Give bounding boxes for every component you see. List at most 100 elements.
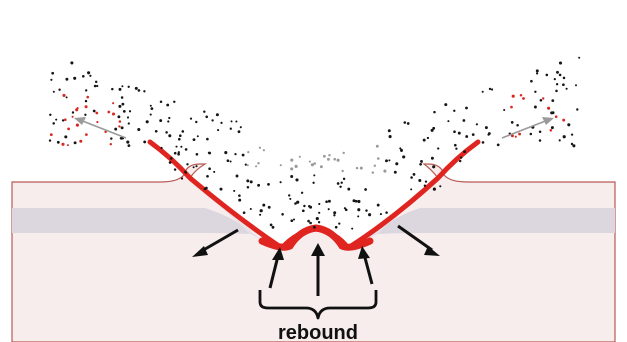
ejecta-particle [418, 179, 421, 182]
ejecta-particle [127, 116, 129, 118]
ejecta-particle [270, 224, 273, 227]
ejecta-particle [550, 111, 553, 114]
ejecta-particle [357, 215, 359, 217]
ejecta-particle [571, 133, 573, 135]
ejecta-particle [281, 213, 284, 216]
ejecta-particle [290, 159, 293, 162]
ejecta-particle [360, 167, 363, 170]
ejecta-particle [267, 183, 270, 186]
ejecta-particle [174, 152, 177, 155]
ejecta-particle [62, 119, 64, 121]
ejecta-particle [497, 144, 500, 147]
ejecta-particle [51, 72, 54, 75]
rebound-label: rebound [278, 322, 358, 342]
ejecta-particle [309, 222, 312, 225]
ejecta-particle [205, 115, 208, 118]
ejecta-particle [85, 89, 87, 91]
ejecta-particle [356, 167, 358, 169]
ejecta-particle [96, 121, 98, 123]
ejecta-particle [576, 108, 578, 110]
ejecta-particle [206, 175, 209, 178]
ejecta-particle [118, 105, 121, 108]
ejecta-particle [453, 130, 456, 133]
ejecta-particle [459, 160, 461, 162]
ejecta-particle [377, 204, 380, 207]
ejecta-particle [320, 165, 323, 168]
ejecta-particle [213, 171, 215, 173]
ejecta-particle [389, 135, 392, 138]
ejecta-particle [268, 206, 271, 209]
ejecta-particle [112, 102, 114, 104]
ejecta-particle [255, 165, 257, 167]
ejecta-particle [150, 114, 152, 116]
ejecta-particle [238, 194, 241, 197]
ejecta-particle [180, 146, 182, 148]
ejecta-particle [95, 81, 97, 83]
ejecta-particle [86, 96, 89, 99]
ejecta-particle [57, 141, 60, 144]
ejecta-particle [165, 131, 168, 134]
ejecta-particle [485, 126, 488, 129]
layer-band-left [12, 208, 250, 234]
ejecta-particle [407, 122, 410, 125]
ejecta-particle [121, 126, 124, 129]
ejecta-particle [563, 77, 566, 80]
ejecta-particle [87, 71, 90, 74]
ejecta-particle [338, 222, 340, 224]
ejecta-particle [343, 178, 345, 180]
ejecta-particle [295, 178, 298, 181]
ejecta-particle [522, 97, 525, 100]
ejecta-particle [242, 154, 245, 157]
ejecta-particle [70, 61, 73, 64]
ejecta-particle [128, 122, 130, 124]
ejecta-particle [217, 129, 219, 131]
ejecta-particle [403, 121, 406, 124]
ejecta-particle [476, 123, 478, 125]
ejecta-particle [534, 106, 537, 109]
ejecta-particle [94, 85, 97, 88]
ejecta-particle [170, 157, 173, 160]
ejecta-particle [119, 120, 122, 123]
ejecta-particle [89, 75, 91, 77]
ejecta-particle [138, 89, 141, 92]
ejecta-particle [432, 165, 435, 168]
ejecta-particle [316, 217, 319, 220]
ejecta-particle [463, 150, 466, 153]
ejecta-particle [121, 96, 124, 99]
ejecta-particle [234, 153, 236, 155]
ejecta-particle [491, 88, 493, 90]
ejecta-particle [325, 200, 328, 203]
ejecta-particle [344, 207, 346, 209]
ejecta-particle [64, 118, 67, 121]
ejecta-particle [351, 228, 353, 230]
ejecta-particle [168, 134, 171, 137]
ejecta-particle [465, 135, 468, 138]
ejecta-particle [250, 208, 252, 210]
ejecta-particle [247, 164, 249, 166]
ejecta-particle [67, 144, 69, 146]
ejecta-particle [112, 112, 115, 115]
ejecta-particle [318, 212, 320, 214]
ejecta-particle [302, 209, 305, 212]
ejecta-particle [114, 128, 117, 131]
ejecta-particle [545, 74, 548, 77]
ejecta-particle [368, 213, 371, 216]
ejecta-particle [128, 86, 130, 88]
ejecta-particle [337, 159, 340, 162]
ejecta-particle [567, 123, 570, 126]
ejecta-particle [126, 141, 129, 144]
ejecta-particle [427, 137, 429, 139]
ejecta-particle [74, 141, 77, 144]
ejecta-particle [293, 218, 295, 220]
ejecta-particle [195, 165, 197, 167]
ejecta-particle [472, 133, 475, 136]
ejecta-particle [119, 88, 122, 91]
ejecta-particle [295, 165, 298, 168]
ejecta-particle [425, 180, 427, 182]
ejecta-particle [388, 129, 391, 132]
ejecta-particle [247, 186, 250, 189]
ejecta-particle [463, 119, 466, 122]
ejecta-particle [85, 105, 88, 108]
ejecta-particle [55, 119, 57, 121]
